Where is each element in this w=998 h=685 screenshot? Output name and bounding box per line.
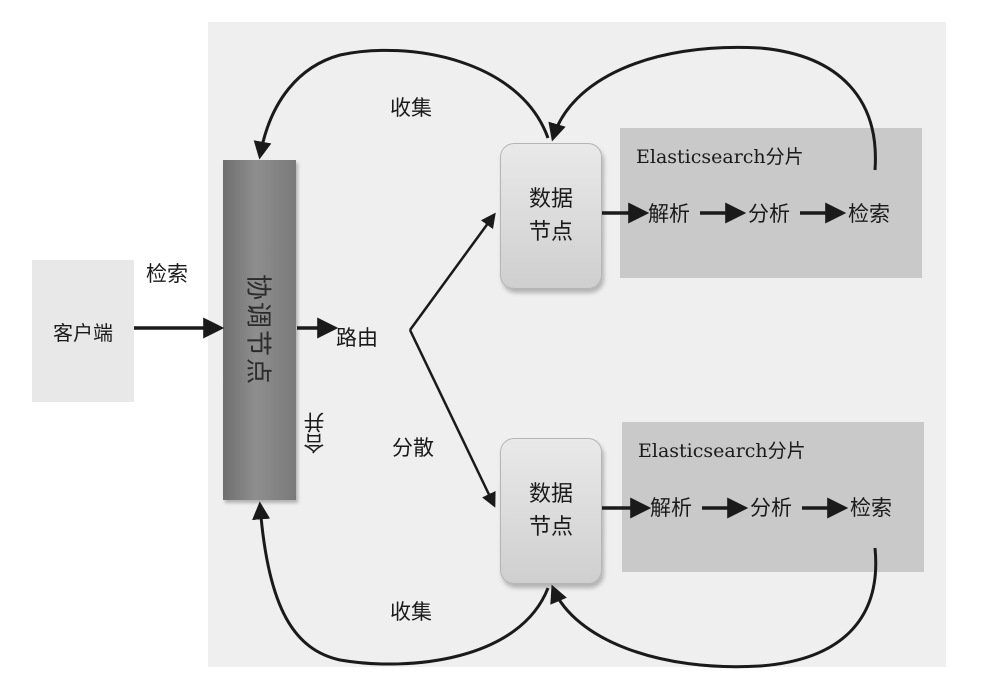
shard-step-parse: 解析 bbox=[648, 202, 690, 226]
scatter-label: 分散 bbox=[392, 436, 434, 460]
data-node-label: 数据节点 bbox=[528, 482, 573, 540]
shard-box-top: Elasticsearch分片 解析 分析 检索 bbox=[620, 128, 922, 278]
arrow-shard-bottom-return bbox=[550, 547, 878, 669]
shard-box-bottom: Elasticsearch分片 解析 分析 检索 bbox=[622, 422, 924, 572]
shard-step-parse: 解析 bbox=[650, 496, 692, 520]
data-node-top: 数据节点 bbox=[500, 143, 602, 289]
arrow-shard-top-return bbox=[548, 45, 877, 171]
arrow-scatter-to-bottom-node bbox=[408, 329, 496, 508]
client-box: 客户端 bbox=[32, 260, 134, 402]
shard-step-analyze: 分析 bbox=[750, 496, 792, 520]
shard-title: Elasticsearch分片 bbox=[636, 146, 804, 168]
collect-label-bottom: 收集 bbox=[390, 600, 432, 624]
collect-label-top: 收集 bbox=[390, 96, 432, 120]
coordinator-node: 协调节点 bbox=[223, 160, 296, 500]
search-label: 检索 bbox=[146, 262, 188, 286]
shard-step-search: 检索 bbox=[850, 496, 892, 520]
arrow-collect-top bbox=[253, 48, 550, 160]
route-label: 路由 bbox=[336, 326, 378, 350]
arrow-scatter-to-top-node bbox=[408, 212, 496, 331]
shard-step-search: 检索 bbox=[848, 202, 890, 226]
data-node-bottom: 数据节点 bbox=[500, 438, 602, 584]
arrow-collect-bottom bbox=[252, 501, 550, 666]
data-node-label: 数据节点 bbox=[528, 187, 573, 245]
shard-step-analyze: 分析 bbox=[748, 202, 790, 226]
client-label: 客户端 bbox=[53, 320, 113, 345]
shard-title: Elasticsearch分片 bbox=[638, 440, 806, 462]
